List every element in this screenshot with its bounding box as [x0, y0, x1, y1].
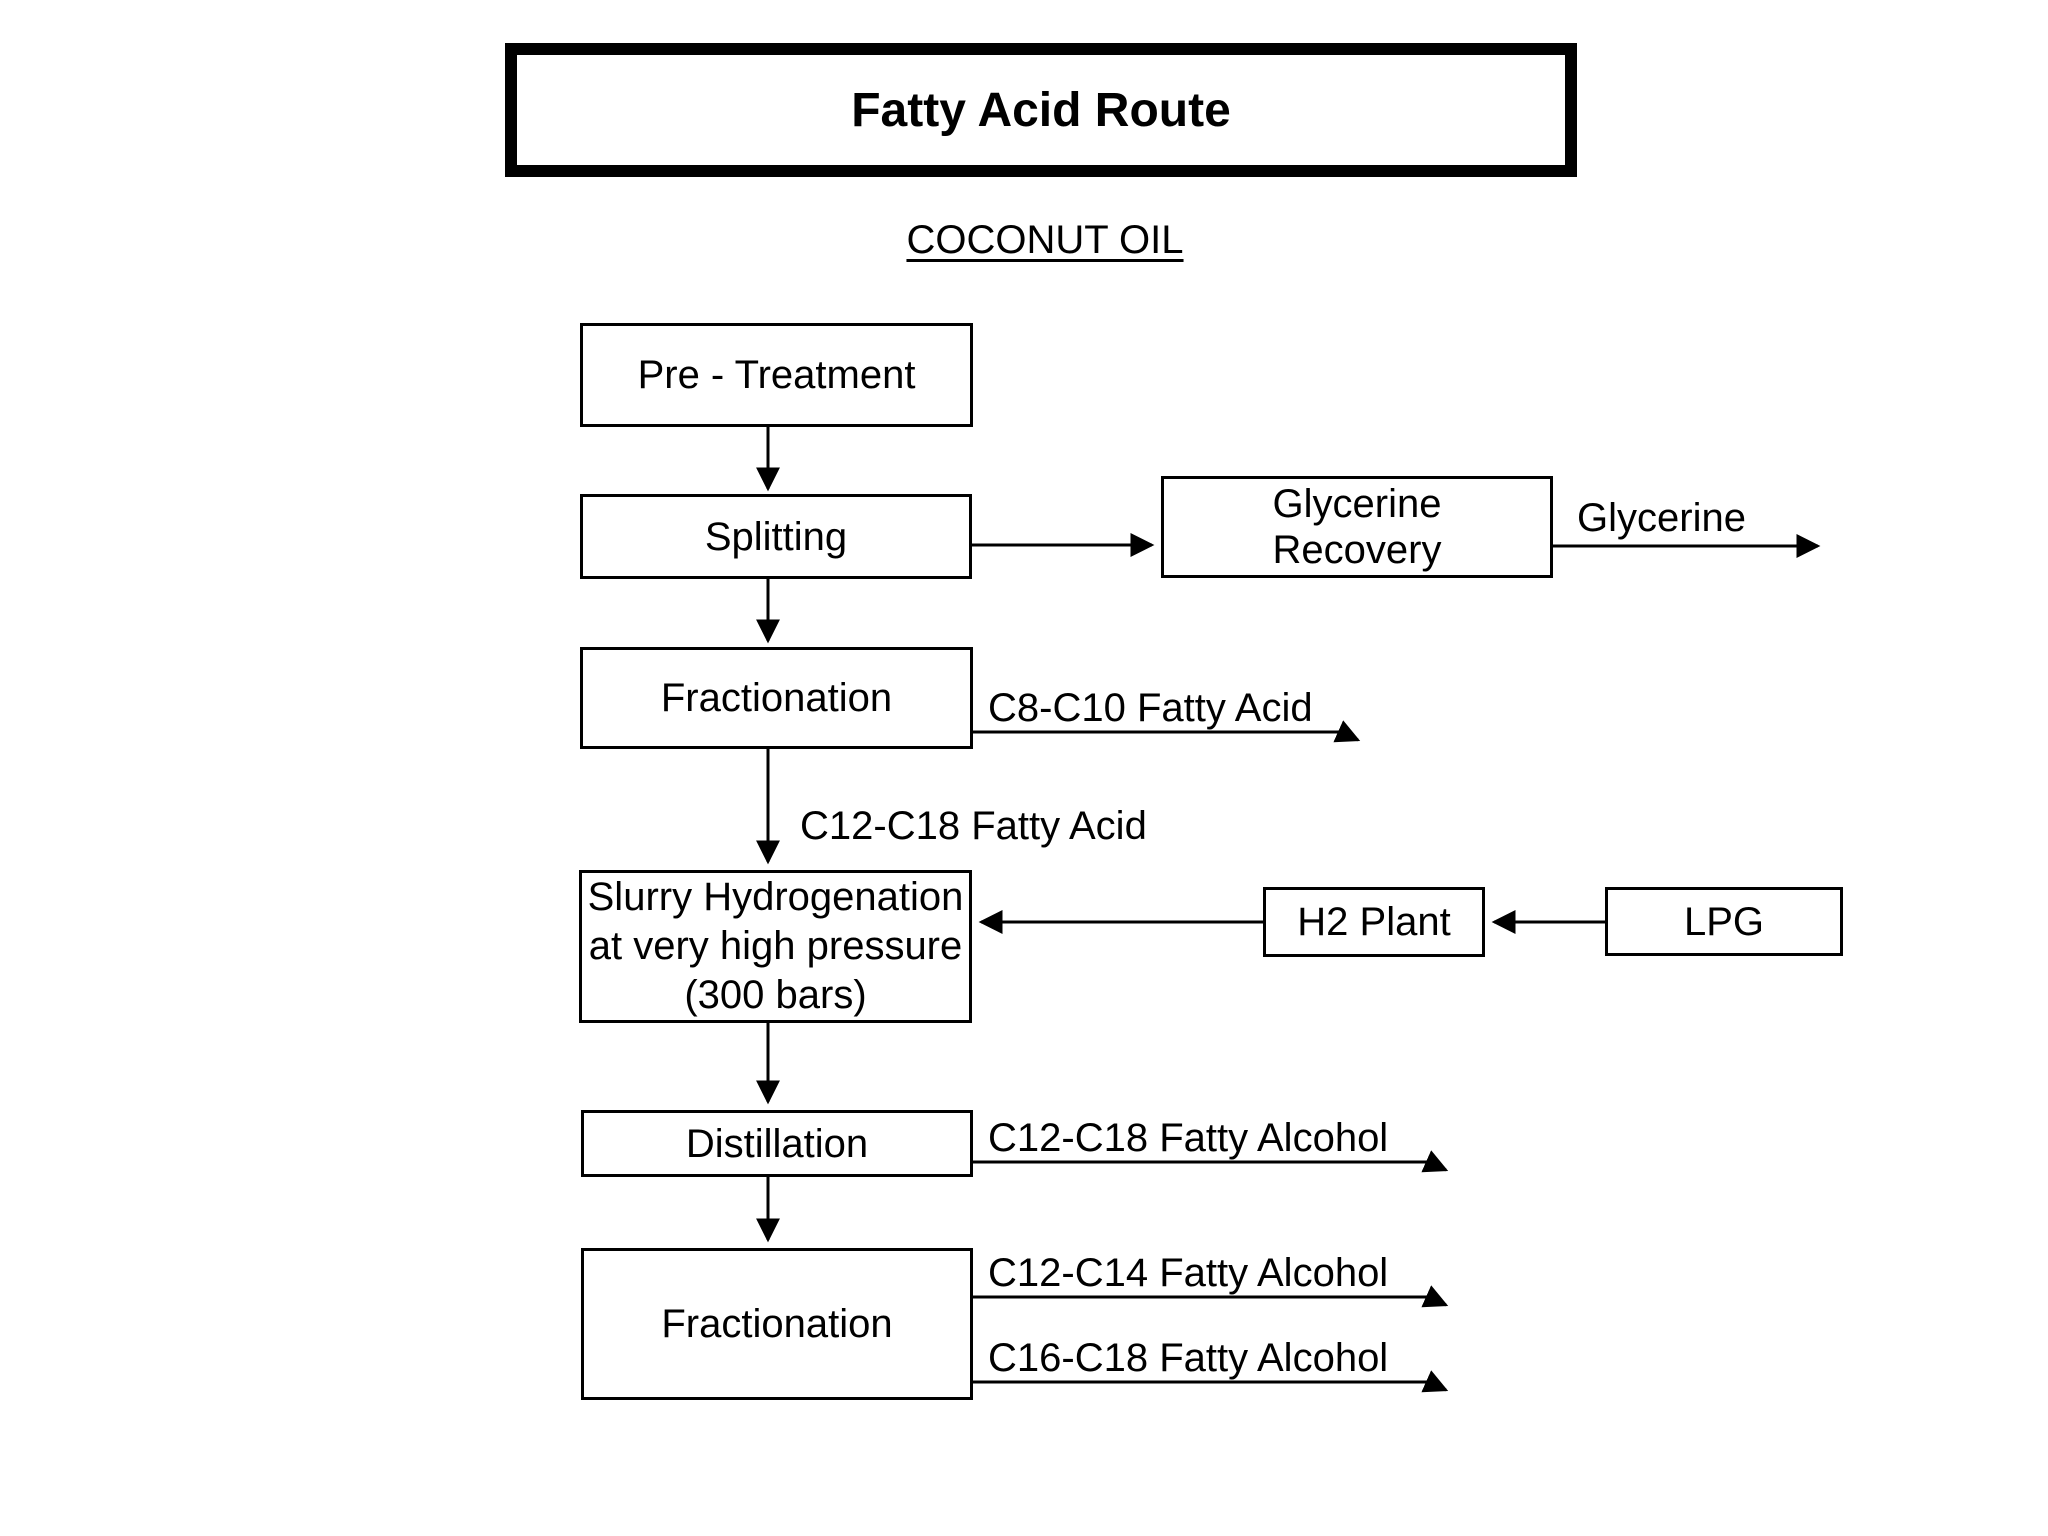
node-splitting-label: Splitting: [704, 514, 848, 559]
node-pre-treatment: Pre - Treatment: [580, 323, 973, 427]
node-h2-plant: H2 Plant: [1263, 887, 1485, 957]
flow-label-glycerine: Glycerine: [1577, 496, 1746, 540]
title-box: Fatty Acid Route: [505, 43, 1577, 177]
node-fractionation-2-label: Fractionation: [661, 1302, 893, 1346]
page-title: Fatty Acid Route: [851, 83, 1231, 137]
node-fractionation-2: Fractionation: [581, 1248, 973, 1400]
flow-label-c12-c18-fatty-alcohol: C12-C18 Fatty Alcohol: [988, 1116, 1389, 1160]
node-glycerine-recovery-line1: Glycerine: [1272, 482, 1442, 526]
subtitle-coconut-oil: COCONUT OIL: [906, 218, 1184, 262]
node-fractionation-1: Fractionation: [580, 647, 973, 749]
node-pre-treatment-label: Pre - Treatment: [637, 353, 916, 397]
node-slurry-line2: at very high pressure: [588, 924, 963, 968]
node-glycerine-recovery: Glycerine Recovery: [1161, 476, 1553, 578]
node-slurry-hydrogenation: Slurry Hydrogenation at very high pressu…: [579, 870, 972, 1023]
node-lpg-label: LPG: [1683, 899, 1765, 944]
node-slurry-line3: (300 bars): [684, 973, 867, 1017]
node-slurry-line1: Slurry Hydrogenation: [587, 875, 964, 919]
arrow-c8-c10-out: [973, 720, 1361, 743]
arrow-c12-c18-alcohol-out: [973, 1150, 1449, 1173]
node-splitting: Splitting: [580, 494, 972, 579]
arrow-c12-c14-alcohol-out: [973, 1285, 1449, 1308]
node-glycerine-recovery-line2: Recovery: [1272, 528, 1442, 572]
arrow-c16-c18-alcohol-out: [973, 1370, 1449, 1393]
node-distillation-label: Distillation: [685, 1121, 869, 1166]
node-h2-plant-label: H2 Plant: [1297, 900, 1451, 944]
flow-label-c8-c10-fatty-acid: C8-C10 Fatty Acid: [988, 686, 1313, 730]
node-distillation: Distillation: [581, 1110, 973, 1177]
flow-label-c16-c18-fatty-alcohol: C16-C18 Fatty Alcohol: [988, 1336, 1389, 1380]
node-lpg: LPG: [1605, 887, 1843, 956]
node-fractionation-1-label: Fractionation: [660, 676, 893, 720]
flow-label-c12-c18-fatty-acid: C12-C18 Fatty Acid: [800, 804, 1147, 848]
flow-label-c12-c14-fatty-alcohol: C12-C14 Fatty Alcohol: [988, 1251, 1389, 1295]
